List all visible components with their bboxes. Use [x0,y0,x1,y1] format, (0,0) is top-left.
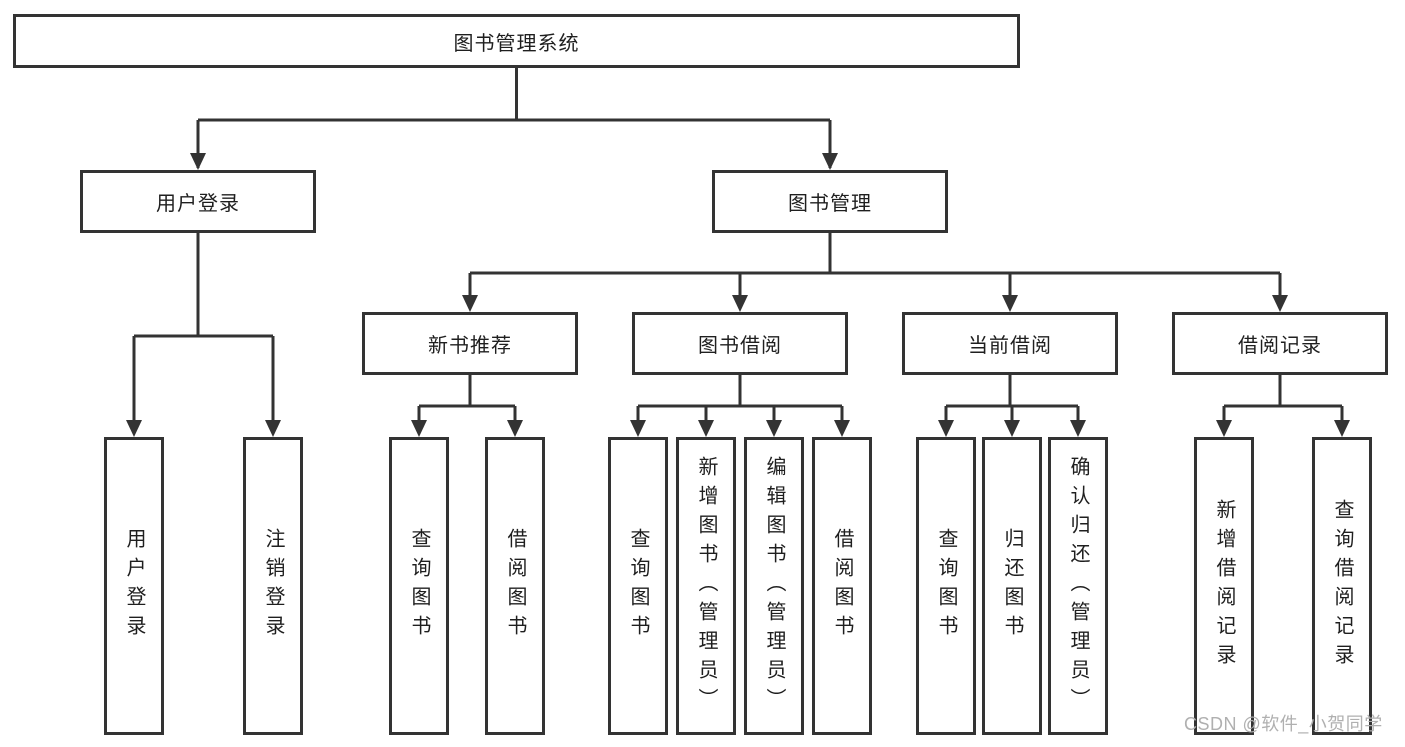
tree-edges [132,68,1344,433]
csdn-watermark: CSDN @软件_小贺同学 [1184,714,1383,734]
leaf-cb-query-books-label: 查询图书 [935,528,957,644]
leaf-cb-return-books: 归还图书 [982,437,1042,735]
leaf-bb-edit-books-admin: 编辑图书（管理员） [744,437,804,735]
leaf-logout-label: 注销登录 [262,528,284,644]
leaf-br-add-record-label: 新增借阅记录 [1213,499,1235,673]
node-book-management: 图书管理 [712,170,948,233]
leaf-bb-add-books-admin: 新增图书（管理员） [676,437,736,735]
node-current-borrowing: 当前借阅 [902,312,1118,375]
node-book-management-system: 图书管理系统 [13,14,1020,68]
leaf-br-add-record: 新增借阅记录 [1194,437,1254,735]
leaf-br-query-record-label: 查询借阅记录 [1331,499,1353,673]
leaf-user-login-label: 用户登录 [123,528,145,644]
node-borrowing-records: 借阅记录 [1172,312,1388,375]
leaf-nbr-query-books: 查询图书 [389,437,449,735]
leaf-nbr-borrow-books: 借阅图书 [485,437,545,735]
leaf-cb-confirm-return-admin: 确认归还（管理员） [1048,437,1108,735]
leaf-bb-borrow-books-label: 借阅图书 [831,528,853,644]
arrowhead-icons [126,153,1350,437]
leaf-cb-return-books-label: 归还图书 [1001,528,1023,644]
leaf-bb-query-books-label: 查询图书 [627,528,649,644]
leaf-user-login: 用户登录 [104,437,164,735]
node-user-login: 用户登录 [80,170,316,233]
leaf-bb-add-books-admin-label: 新增图书（管理员） [695,455,717,717]
leaf-nbr-query-books-label: 查询图书 [408,528,430,644]
leaf-br-query-record: 查询借阅记录 [1312,437,1372,735]
leaf-cb-query-books: 查询图书 [916,437,976,735]
leaf-cb-confirm-return-admin-label: 确认归还（管理员） [1067,455,1089,717]
leaf-bb-edit-books-admin-label: 编辑图书（管理员） [763,455,785,717]
leaf-bb-borrow-books: 借阅图书 [812,437,872,735]
node-book-borrowing: 图书借阅 [632,312,848,375]
leaf-bb-query-books: 查询图书 [608,437,668,735]
leaf-nbr-borrow-books-label: 借阅图书 [504,528,526,644]
node-new-book-recommendation: 新书推荐 [362,312,578,375]
leaf-logout: 注销登录 [243,437,303,735]
